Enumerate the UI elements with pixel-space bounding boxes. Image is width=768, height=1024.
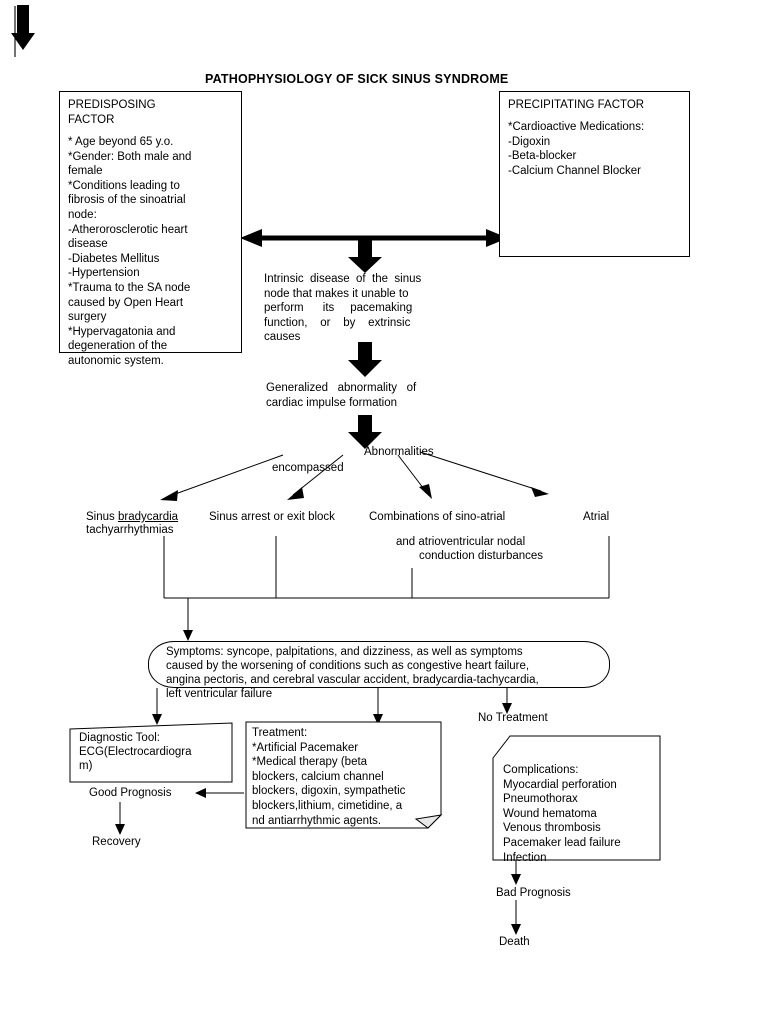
arrow-good-prognosis-to-recovery (115, 802, 125, 835)
arrow-treatment-to-good-prognosis (195, 788, 244, 798)
good-prognosis-label: Good Prognosis (89, 787, 172, 799)
predisposing-factor-box: PREDISPOSING FACTOR * Age beyond 65 y.o.… (59, 91, 242, 367)
page-title: PATHOPHYSIOLOGY OF SICK SINUS SYNDROME (205, 72, 509, 86)
branch-combinations-line2: and atrioventricular nodal (396, 536, 526, 548)
branch-atrial: Atrial (583, 511, 610, 523)
predisposing-factor-body: * Age beyond 65 y.o. *Gender: Both male … (68, 136, 192, 367)
death-label: Death (499, 936, 530, 948)
symptoms-box (148, 641, 610, 688)
stray-down-arrow-artifact (11, 5, 35, 57)
bad-prognosis-label: Bad Prognosis (496, 887, 571, 899)
precipitating-factor-box: PRECIPITATING FACTOR *Cardioactive Medic… (499, 91, 690, 257)
bidirectional-arrow (240, 229, 508, 273)
abnormalities-label: Abnormalities (364, 446, 434, 458)
symptoms-text: Symptoms: syncope, palpitations, and diz… (166, 646, 539, 700)
branch-combinations-line3: conduction disturbances (419, 550, 544, 562)
no-treatment-label: No Treatment (478, 712, 548, 724)
branch-1-underlined: bradycardia (117, 511, 179, 523)
branch-combinations-line1: Combinations of sino-atrial (369, 511, 506, 523)
arrow-bad-prognosis-to-death (511, 900, 521, 935)
arrow-intrinsic-to-generalized (348, 342, 382, 377)
branch-sinus-arrest: Sinus arrest or exit block (209, 511, 335, 523)
precipitating-factor-body: *Cardioactive Medications: -Digoxin -Bet… (508, 121, 645, 177)
branch-tachyarrhythmias: tachyarrhythmias (86, 524, 174, 536)
encompassed-label: encompassed (272, 462, 344, 474)
branch-sinus-bradycardia: Sinus bradycardia (86, 510, 178, 525)
treatment-text: Treatment: *Artificial Pacemaker *Medica… (252, 727, 406, 827)
complications-text: Complications: Myocardial perforation Pn… (503, 764, 621, 864)
arrow-generalized-to-abnormalities (348, 415, 382, 449)
generalized-abnormality-text: Generalized abnormality of cardiac impul… (266, 382, 417, 409)
intrinsic-disease-text: Intrinsic disease of the sinus node that… (264, 273, 422, 343)
predisposing-factor-heading: PREDISPOSING FACTOR (68, 99, 156, 126)
diagnostic-tool-text: Diagnostic Tool: ECG(Electrocardiogra m) (79, 732, 192, 772)
branch-arrows (160, 451, 549, 501)
branch-1-prefix: Sinus (86, 511, 118, 523)
recovery-label: Recovery (92, 836, 141, 848)
precipitating-factor-heading: PRECIPITATING FACTOR (508, 99, 645, 111)
